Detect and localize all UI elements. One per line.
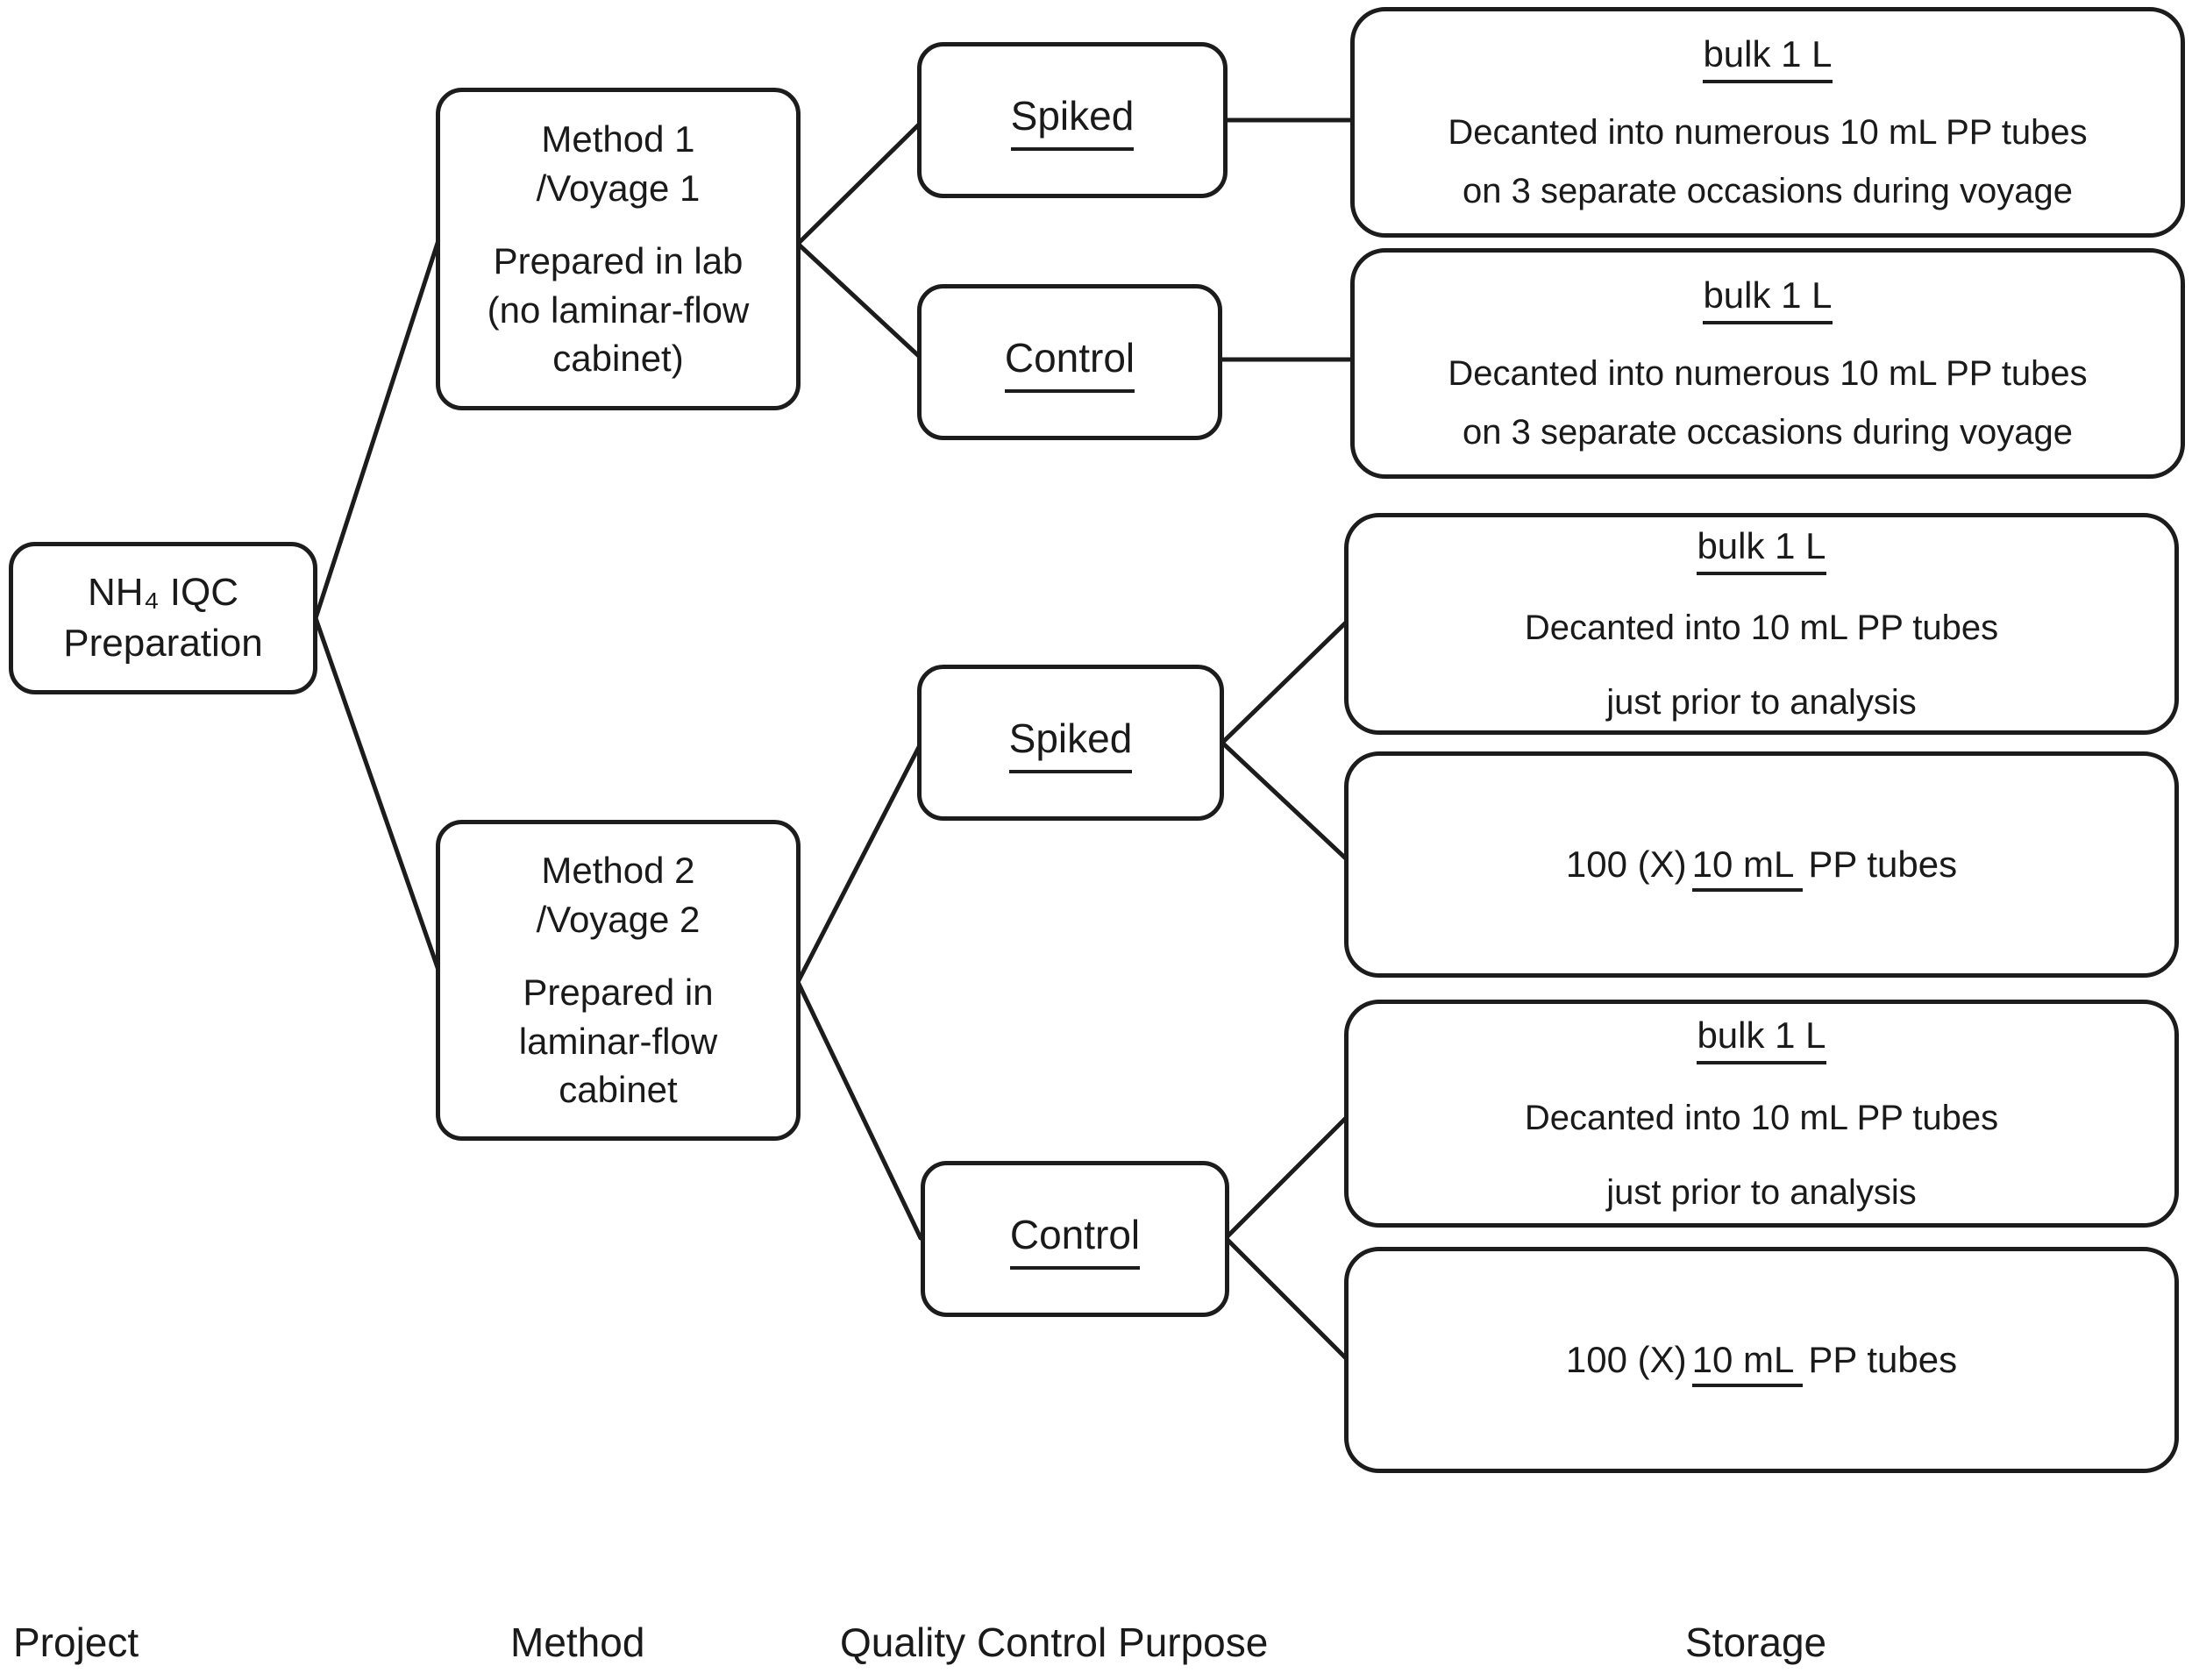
storage5-line2: just prior to analysis [1606,1172,1917,1212]
method2-title-line1: Method 2 [541,850,695,892]
connector-project-method1 [313,232,443,621]
storage5-title: bulk 1 L [1697,1011,1826,1065]
storage1-title: bulk 1 L [1703,30,1833,83]
qc2-control-label: Control [1009,1208,1141,1271]
qc1-control-label: Control [1004,331,1135,394]
method1-body-line3: cabinet) [552,338,684,380]
method2-body-line2: laminar-flow [518,1020,718,1062]
method2-body-line1: Prepared in [523,972,714,1014]
qc2-spiked-label: Spiked [1008,712,1133,774]
method1-body-line2: (no laminar-flow [487,288,750,331]
storage3-line1: Decanted into 10 mL PP tubes [1524,609,1999,648]
connector-method1-control1 [795,241,923,360]
qc1-spiked-node: Spiked [917,42,1228,198]
storage1-line2: on 3 separate occasions during voyage [1462,172,2073,211]
method2-body-line3: cabinet [559,1069,678,1111]
method1-node: Method 1 /Voyage 1 Prepared in lab (no l… [436,88,801,410]
storage5-node: bulk 1 L Decanted into 10 mL PP tubes ju… [1344,1000,2179,1228]
storage1-node: bulk 1 L Decanted into numerous 10 mL PP… [1350,7,2185,238]
method2-body: Prepared in laminar-flow cabinet [519,968,717,1114]
connector-project-method2 [313,616,443,978]
project-node: NH₄ IQC Preparation [9,542,317,694]
method1-body-line1: Prepared in lab [493,240,744,282]
storage2-title-text: bulk 1 L [1703,274,1833,324]
storage3-title-text: bulk 1 L [1697,524,1826,575]
storage3-node: bulk 1 L Decanted into 10 mL PP tubes ju… [1344,513,2179,735]
method2-title-line2: /Voyage 2 [536,898,701,940]
column-label-project: Project [13,1619,139,1665]
method1-title: Method 1 /Voyage 1 [537,115,701,212]
connector-method2-control2 [795,979,923,1241]
qc1-spiked-label: Spiked [1010,89,1135,152]
qc2-spiked-node: Spiked [917,665,1224,821]
qc1-control-node: Control [917,284,1222,440]
connector-spiked2-storage4 [1220,740,1351,864]
storage3-title: bulk 1 L [1697,522,1826,575]
connector-control2-storage6 [1223,1235,1351,1363]
storage4-suffix: PP tubes [1808,844,1958,886]
connector-method1-spiked1 [795,120,923,246]
method2-node: Method 2 /Voyage 2 Prepared in laminar-f… [436,820,801,1141]
qc2-control-node: Control [921,1161,1229,1317]
connector-method2-spiked2 [795,741,923,985]
method2-title: Method 2 /Voyage 2 [537,846,701,943]
storage2-line1: Decanted into numerous 10 mL PP tubes [1448,354,2088,394]
storage6-prefix: 100 (X) [1565,1339,1687,1381]
storage1-line1: Decanted into numerous 10 mL PP tubes [1448,113,2088,153]
storage2-node: bulk 1 L Decanted into numerous 10 mL PP… [1350,248,2185,479]
storage5-line1: Decanted into 10 mL PP tubes [1524,1098,1999,1137]
storage6-suffix: PP tubes [1808,1339,1958,1381]
method1-body: Prepared in lab (no laminar-flow cabinet… [488,237,750,382]
storage6-underlined: 10 mL [1691,1339,1804,1388]
connector-spiked2-storage3 [1220,617,1351,745]
project-line1: NH₄ IQC [88,570,238,614]
project-line2: Preparation [63,622,263,665]
storage4-underlined: 10 mL [1691,844,1804,893]
column-label-quality-control-purpose: Quality Control Purpose [840,1619,1269,1665]
connector-control2-storage5 [1223,1113,1351,1241]
storage5-title-text: bulk 1 L [1697,1014,1826,1065]
storage3-line2: just prior to analysis [1606,683,1917,723]
method1-title-line1: Method 1 [541,118,695,160]
storage1-title-text: bulk 1 L [1703,32,1833,83]
method1-title-line2: /Voyage 1 [536,167,701,209]
storage2-title: bulk 1 L [1703,271,1833,324]
storage2-line2: on 3 separate occasions during voyage [1462,413,2073,452]
storage4-prefix: 100 (X) [1565,844,1687,886]
column-label-storage: Storage [1685,1619,1827,1665]
column-label-method: Method [510,1619,645,1665]
